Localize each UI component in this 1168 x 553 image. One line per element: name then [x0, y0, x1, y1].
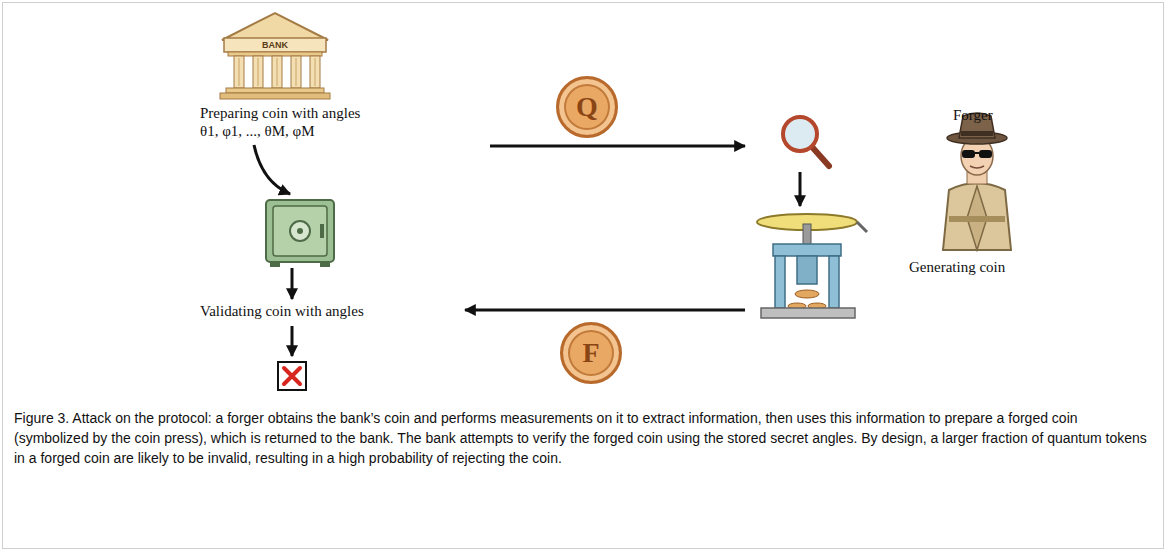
- forger-node: ForgerGenerating coin: [745, 98, 1045, 338]
- validation-node: Validating coin with angles: [200, 302, 465, 324]
- magnifier: [783, 117, 829, 166]
- forger-illustration: [745, 98, 1045, 338]
- coin-press: [757, 214, 867, 318]
- bank-sign: BANK: [224, 39, 326, 51]
- forged-coin: F: [560, 322, 622, 384]
- bank-icon: [190, 8, 490, 108]
- bank-node: BANK Preparing coin with angles θ1, φ1, .…: [190, 8, 490, 148]
- reject-arrow: [292, 326, 293, 356]
- forger-label: Forger: [953, 106, 993, 124]
- bank-label: Preparing coin with angles θ1, φ1, ..., …: [200, 104, 378, 140]
- figure-caption: Figure 3. Attack on the protocol: a forg…: [14, 408, 1154, 468]
- forger-figure: [943, 113, 1011, 250]
- flow-arrow: [465, 310, 745, 311]
- reject-mark: [278, 362, 306, 390]
- forger-action-label: Generating coin: [909, 258, 1005, 276]
- arrow-line: [254, 145, 290, 194]
- validation-label: Validating coin with angles: [200, 302, 364, 320]
- safe-icon: [266, 200, 334, 267]
- arrow-line: [291, 268, 294, 299]
- arrow-line: [465, 309, 745, 312]
- flow-arrow: [490, 146, 745, 147]
- arrow-line: [490, 145, 745, 148]
- quantum-coin: Q: [556, 76, 618, 138]
